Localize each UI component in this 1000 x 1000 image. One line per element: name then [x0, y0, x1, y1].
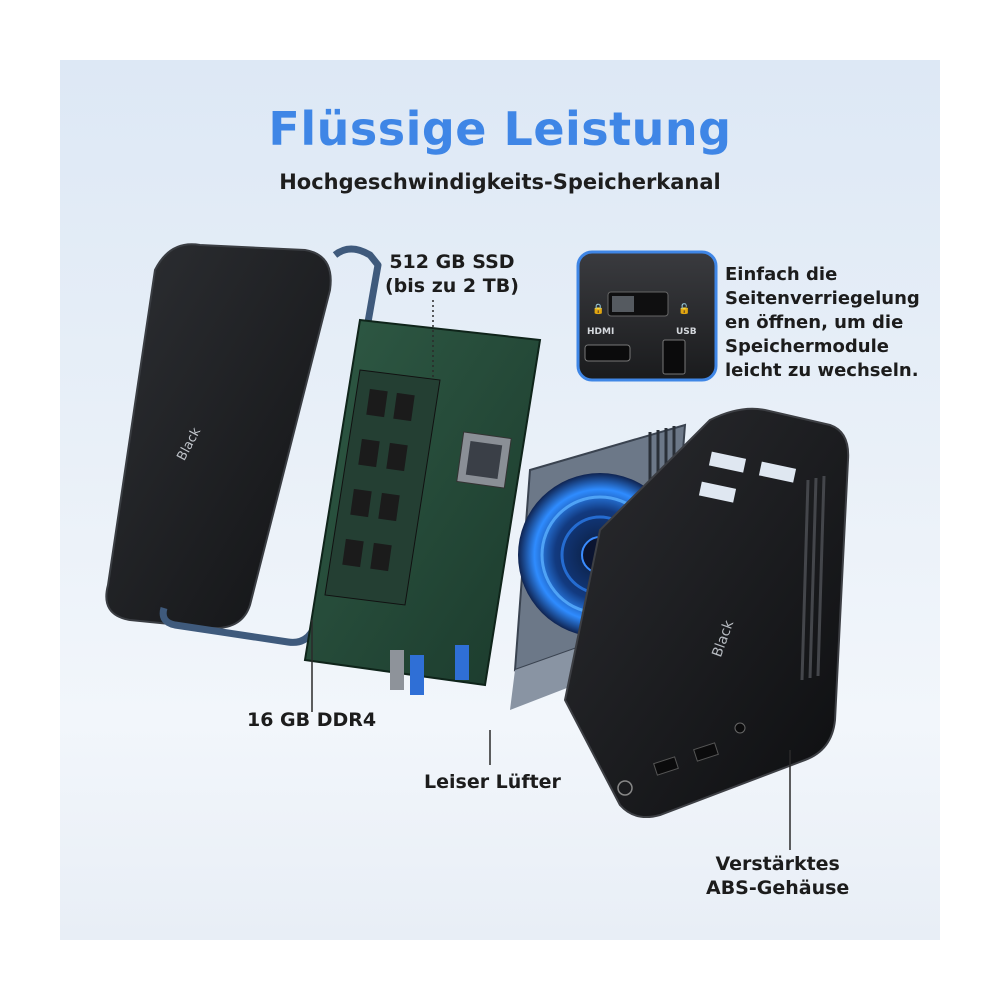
inset-usb-label: USB — [676, 327, 697, 337]
lock-open-icon: 🔓 — [678, 302, 690, 315]
lock-closed-icon: 🔒 — [592, 303, 604, 315]
lock-detail-inset: 🔒 🔓 HDMI USB — [576, 250, 718, 382]
case-label: Verstärktes ABS-Gehäuse — [706, 853, 850, 899]
exploded-view-illustration: Black — [105, 243, 850, 850]
inset-hdmi-label: HDMI — [587, 327, 614, 337]
page-title: Flüssige Leistung — [268, 102, 732, 156]
product-panel: Flüssige Leistung Hochgeschwindigkeits-S… — [60, 60, 940, 940]
ssd-label: 512 GB SSD (bis zu 2 TB) — [385, 251, 519, 297]
ram-module — [324, 369, 441, 606]
callout-lines — [311, 300, 791, 850]
fan-label: Leiser Lüfter — [424, 771, 561, 793]
abs-case: Black — [563, 407, 850, 818]
lock-hint-text: Einfach die Seitenverriegelung en öffnen… — [725, 264, 920, 381]
ram-label: 16 GB DDR4 — [247, 709, 377, 731]
metal-frame — [159, 245, 382, 646]
page-subtitle: Hochgeschwindigkeits-Speicherkanal — [279, 170, 721, 194]
top-lid: Black — [105, 243, 332, 630]
mainboard — [303, 318, 542, 695]
